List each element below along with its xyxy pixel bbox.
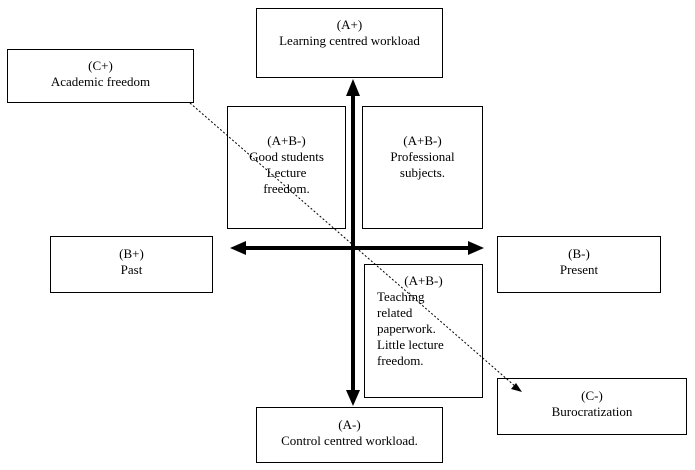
box-c-minus-label: Burocratization bbox=[551, 404, 633, 419]
quadrant-top-left-line-2: Lecture bbox=[266, 165, 307, 180]
box-c-plus: (C+) Academic freedom bbox=[7, 49, 194, 103]
box-a-plus-label: Learning centred workload bbox=[279, 33, 420, 48]
quadrant-bottom-right-code: (A+B-) bbox=[404, 273, 443, 288]
quadrant-top-left-code: (A+B-) bbox=[267, 133, 306, 148]
box-a-minus-code: (A-) bbox=[338, 417, 361, 432]
quadrant-bottom-right-line-3: paperwork. bbox=[377, 321, 436, 336]
horizontal-axis-right-arrowhead bbox=[468, 241, 484, 255]
box-b-plus-label: Past bbox=[120, 262, 143, 277]
quadrant-top-left-line-1: Good students bbox=[249, 149, 324, 164]
box-b-minus: (B-) Present bbox=[497, 236, 661, 293]
quadrant-top-right-line-2: subjects. bbox=[399, 165, 446, 180]
box-quadrant-bottom-right: (A+B-) Teaching related paperwork. Littl… bbox=[364, 264, 483, 398]
box-c-plus-code: (C+) bbox=[88, 58, 113, 73]
box-quadrant-top-right: (A+B-) Professional subjects. bbox=[362, 106, 483, 229]
quadrant-bottom-right-line-5: freedom. bbox=[377, 353, 424, 368]
quadrant-bottom-right-line-1: Teaching bbox=[377, 289, 425, 304]
box-b-plus-code: (B+) bbox=[119, 246, 144, 261]
box-b-minus-label: Present bbox=[559, 262, 599, 277]
quadrant-top-right-code: (A+B-) bbox=[403, 133, 442, 148]
box-c-minus-code: (C-) bbox=[581, 388, 603, 403]
box-a-minus: (A-) Control centred workload. bbox=[256, 407, 443, 463]
quadrant-top-left-line-3: freedom. bbox=[263, 181, 310, 196]
box-quadrant-top-left: (A+B-) Good students Lecture freedom. bbox=[227, 106, 346, 229]
box-a-plus-code: (A+) bbox=[336, 17, 363, 32]
vertical-axis-down-arrowhead bbox=[346, 390, 360, 406]
box-c-minus: (C-) Burocratization bbox=[497, 378, 687, 435]
box-c-plus-label: Academic freedom bbox=[50, 74, 151, 89]
quadrant-top-right-line-1: Professional bbox=[390, 149, 455, 164]
horizontal-axis-left-arrowhead bbox=[230, 241, 246, 255]
vertical-axis-up-arrowhead bbox=[346, 79, 360, 96]
box-a-minus-label: Control centred workload. bbox=[281, 433, 418, 448]
box-b-minus-code: (B-) bbox=[568, 246, 590, 261]
box-a-plus: (A+) Learning centred workload bbox=[256, 8, 443, 78]
box-b-plus: (B+) Past bbox=[50, 236, 213, 293]
quadrant-bottom-right-line-4: Little lecture bbox=[377, 337, 444, 352]
quadrant-bottom-right-line-2: related bbox=[377, 305, 413, 320]
